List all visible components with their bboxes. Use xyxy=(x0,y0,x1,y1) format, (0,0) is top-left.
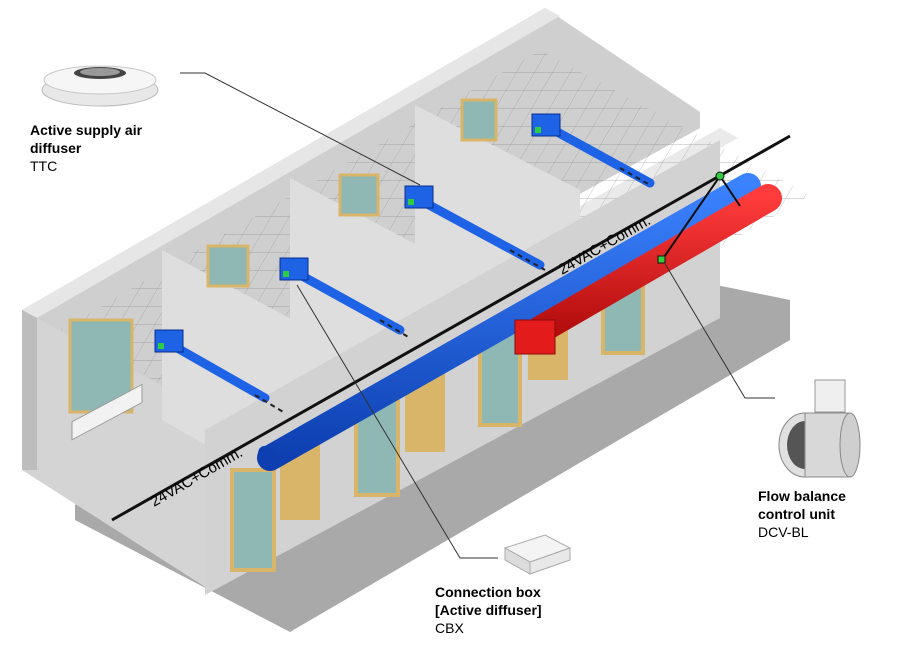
callout-title: Connection box [Active diffuser] xyxy=(435,584,542,618)
radiator xyxy=(71,383,143,441)
ttc-diffuser-icon xyxy=(41,65,159,107)
callout-code: DCV-BL xyxy=(758,524,809,540)
connector-dot xyxy=(715,171,725,181)
leader-line xyxy=(663,261,775,399)
comm-bus xyxy=(111,134,791,522)
extract-duct xyxy=(514,184,782,355)
callout-title: Active supply air diffuser xyxy=(30,122,143,156)
connector-dot xyxy=(657,255,666,264)
diffuser-box xyxy=(154,113,561,353)
callout-code: TTC xyxy=(30,158,58,174)
leader-line xyxy=(180,72,421,186)
callout-connection-box: Connection box [Active diffuser] CBX xyxy=(435,583,635,637)
leader-line xyxy=(296,284,498,559)
callout-code: CBX xyxy=(435,620,464,636)
dcv-damper-icon xyxy=(778,379,861,478)
supply-main-duct xyxy=(257,173,761,471)
front-wall xyxy=(205,140,720,595)
branch-duct xyxy=(167,123,655,403)
cbx-box-icon xyxy=(503,534,572,575)
callout-supply-diffuser: Active supply air diffuser TTC xyxy=(30,121,230,175)
callout-flow-balance: Flow balance control unit DCV-BL xyxy=(758,487,898,541)
callout-title: Flow balance control unit xyxy=(758,488,846,522)
